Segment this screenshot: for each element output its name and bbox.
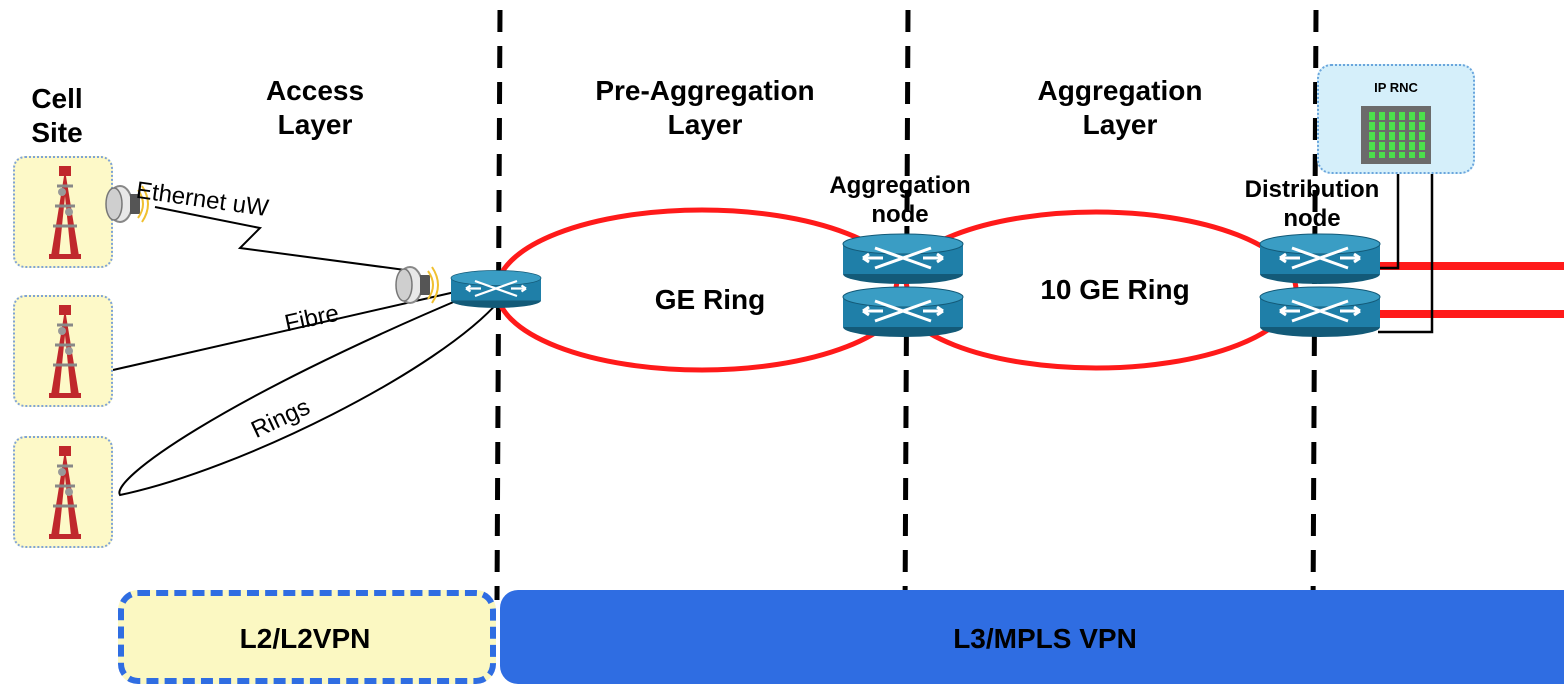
- aggregation-router-bottom: [841, 285, 965, 339]
- cell-site-label: Cell Site: [31, 83, 83, 148]
- distribution-router-bottom: [1258, 285, 1382, 339]
- aggregation-router-top: [841, 232, 965, 286]
- rnc-rack-icon: [1361, 106, 1431, 164]
- ip-rnc-label: IP RNC: [1374, 80, 1418, 95]
- l3-mpls-vpn-label: L3/MPLS VPN: [953, 623, 1137, 654]
- rnc-link-1: [1378, 172, 1400, 270]
- pre-aggregation-layer-label: Pre-Aggregation Layer: [595, 75, 815, 140]
- access-layer-label: Access Layer: [265, 75, 365, 140]
- rnc-link-2: [1378, 172, 1434, 334]
- distribution-node-label: Distribution node: [1244, 176, 1380, 232]
- cell-site-3: [13, 436, 113, 548]
- ip-rnc-box: IP RNC: [1317, 64, 1475, 174]
- l2-l2vpn-label: L2/L2VPN: [239, 623, 371, 654]
- tower-icon: [47, 444, 83, 541]
- distribution-router-top: [1258, 232, 1382, 286]
- l2-l2vpn-bar: [118, 590, 496, 684]
- ge-ring-label: GE Ring: [654, 284, 766, 315]
- ethernet-uw-link: [154, 206, 406, 271]
- rings-link: [118, 294, 501, 497]
- l3-mpls-vpn-bar: [500, 590, 1564, 684]
- cell-site-1: [13, 156, 113, 268]
- fibre-link: [112, 291, 456, 371]
- tower-icon: [47, 303, 83, 400]
- ten-ge-ring-label: 10 GE Ring: [1040, 274, 1190, 305]
- aggregation-node-label: Aggregation node: [829, 172, 971, 228]
- access-router: [449, 269, 543, 310]
- cell-site-2: [13, 295, 113, 407]
- aggregation-layer-label: Aggregation Layer: [1037, 75, 1203, 140]
